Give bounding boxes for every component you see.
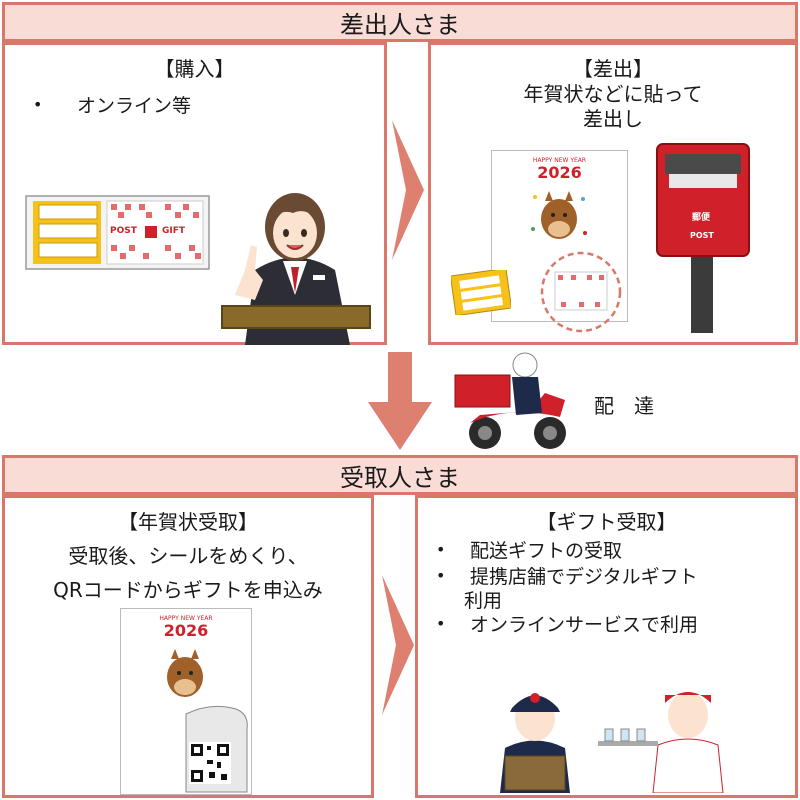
- gift-item-2-cont: 利用: [464, 590, 503, 612]
- card-happy-text: HAPPY NEW YEAR: [532, 157, 587, 164]
- receive-title: 【年賀状受取】: [118, 510, 258, 534]
- gift-bullet-1: •: [436, 540, 446, 559]
- stamp-sheet-illustration: [451, 270, 511, 315]
- arrow-down-icon: [368, 352, 432, 450]
- gift-panel: 【ギフト受取】 • 配送ギフトの受取 • 提携店舗でデジタルギフト 利用 • オ…: [415, 495, 798, 798]
- waitress-illustration: [598, 692, 724, 793]
- postbox-label-ja: 郵便: [692, 213, 711, 223]
- receive-line2: QRコードからギフトを申込み: [53, 578, 323, 602]
- gift-item-3: オンラインサービスで利用: [470, 614, 699, 636]
- recipient-banner-text: 受取人さま: [340, 463, 460, 492]
- delivery-label: 配 達: [594, 394, 654, 418]
- purchase-panel: 【購入】 • オンライン等 POST GIFT: [2, 42, 387, 345]
- received-card: HAPPY NEW YEAR 2026: [120, 608, 252, 795]
- courier-illustration: [500, 693, 570, 793]
- delivery-scooter-illustration: [454, 352, 566, 449]
- gift-sheet-illustration: [25, 195, 210, 270]
- gift-item-2: 提携店舗でデジタルギフト: [470, 566, 698, 588]
- arrow-right-icon-2: [382, 575, 414, 715]
- sender-banner-text: 差出人さま: [340, 10, 460, 39]
- counter-illustration: [221, 305, 371, 329]
- gift-bullet-2: •: [436, 566, 446, 585]
- received-card-happy-text: HAPPY NEW YEAR: [159, 615, 213, 622]
- purchase-item: オンライン等: [77, 95, 192, 117]
- purchase-bullet: •: [33, 95, 43, 114]
- horse-illustration: [531, 191, 587, 239]
- card-year-text: 2026: [537, 163, 582, 182]
- receive-line1: 受取後、シールをめくり、: [68, 544, 308, 568]
- receive-panel: 【年賀状受取】 受取後、シールをめくり、 QRコードからギフトを申込み HAPP…: [2, 495, 374, 798]
- purchase-title: 【購入】: [154, 57, 235, 81]
- gift-sticker-highlight: [540, 251, 622, 333]
- postbox-illustration: [656, 143, 750, 333]
- sticker-post-text: POST: [110, 226, 137, 236]
- received-horse-illustration: [167, 649, 203, 697]
- send-line1: 年賀状などに貼って: [523, 82, 703, 106]
- received-card-year-text: 2026: [163, 621, 209, 640]
- send-line2: 差出し: [583, 107, 643, 131]
- send-panel: 【差出】 年賀状などに貼って 差出し HAPPY NEW YEAR 2026: [428, 42, 798, 345]
- arrow-right-icon: [392, 120, 424, 260]
- qr-code-icon: [189, 742, 231, 784]
- send-title: 【差出】: [573, 57, 653, 81]
- gift-title: 【ギフト受取】: [536, 510, 677, 534]
- sender-banner: 差出人さま: [2, 2, 798, 42]
- gift-bullet-3: •: [436, 614, 446, 633]
- gift-item-1: 配送ギフトの受取: [470, 540, 623, 562]
- sticker-gift-text: GIFT: [162, 226, 186, 236]
- postbox-label-en: POST: [690, 231, 714, 240]
- recipient-banner: 受取人さま: [2, 455, 798, 495]
